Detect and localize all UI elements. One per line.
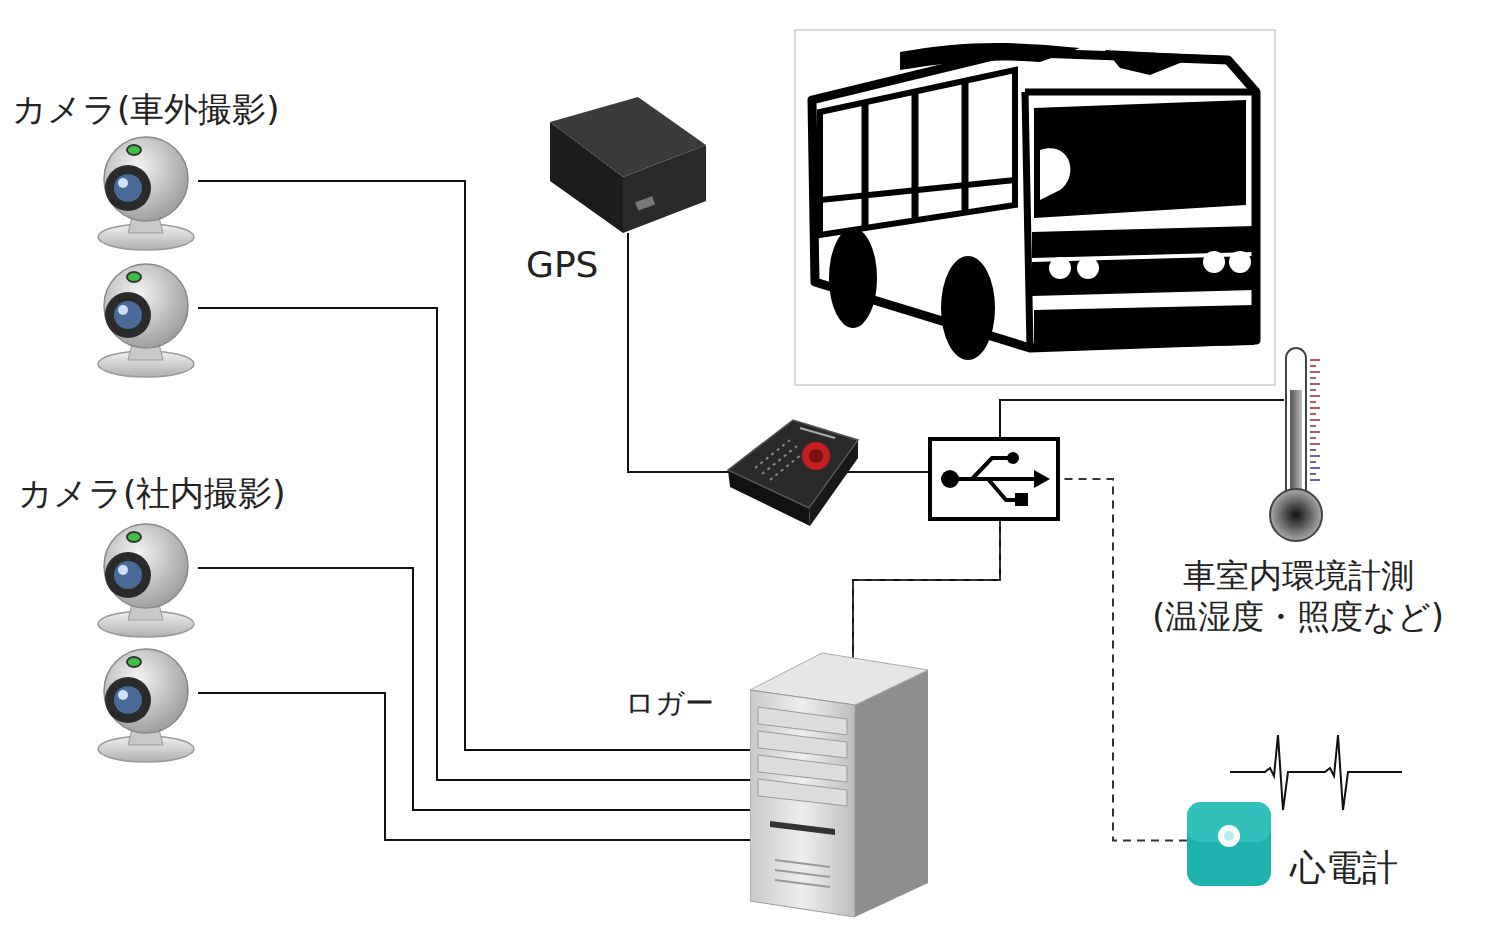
thermometer: [1266, 345, 1336, 545]
diagram-node: カメラ(社内撮影): [10, 470, 320, 770]
diagram-node: カメラ(車外撮影): [10, 88, 320, 388]
logger-server: [750, 645, 930, 920]
bus-illustration: [795, 30, 1275, 385]
diagram-node: 心電計: [1180, 725, 1430, 900]
node-label: GPS: [526, 242, 598, 287]
node-label: 心電計: [1290, 845, 1398, 890]
diagram-node: 車室内環境計測 (温湿度・照度など): [1118, 345, 1482, 660]
node-label: ロガー: [625, 685, 714, 721]
wire-connector: [198, 568, 752, 810]
camera-icon: [88, 260, 198, 380]
gps-box: [548, 95, 708, 235]
wire-connector: [198, 181, 752, 750]
camera-icon: [88, 520, 198, 640]
camera-icon: [88, 133, 198, 253]
wire-connector: [628, 233, 1000, 695]
usb-hub: [930, 439, 1058, 519]
diagram-node: ロガー: [620, 640, 940, 925]
ecg-device: [1185, 800, 1275, 890]
wire-connector: [198, 308, 752, 780]
node-label: カメラ(社内撮影): [18, 472, 286, 515]
diagram-node: GPS: [520, 90, 720, 291]
node-label: カメラ(車外撮影): [12, 88, 280, 131]
node-label: 車室内環境計測 (温湿度・照度など): [1118, 555, 1478, 638]
camera-icon: [88, 645, 198, 765]
interface-device: [728, 420, 858, 526]
wire-connector: [853, 400, 1284, 695]
